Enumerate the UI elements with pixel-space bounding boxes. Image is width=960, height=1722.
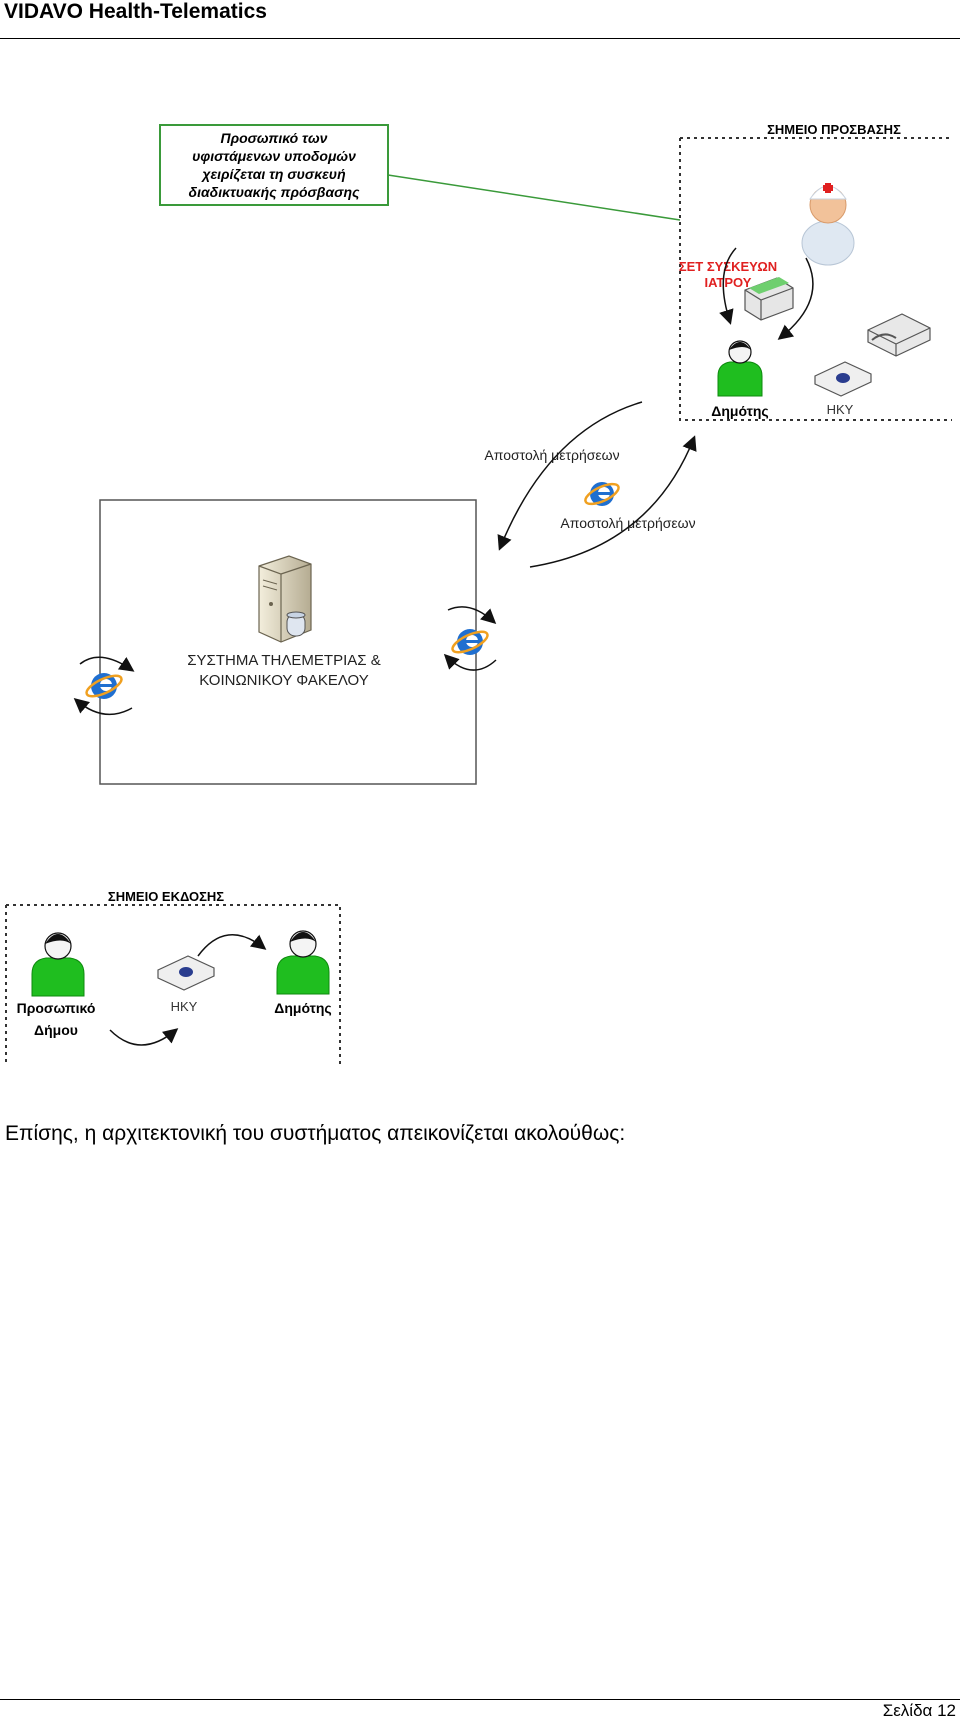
page-number: Σελίδα 12: [882, 1701, 956, 1720]
note-line-3: χειρίζεται τη συσκευή: [200, 166, 345, 182]
person-icon: [276, 930, 330, 995]
rotation-arrow: [73, 698, 133, 716]
header-divider: [0, 38, 960, 39]
send-label-bottom: Αποστολή μετρήσεων: [560, 515, 695, 531]
rotation-arrow: [777, 257, 814, 340]
issue-citizen-label: Δημότης: [274, 1000, 331, 1016]
architecture-diagram: Προσωπικό των υφιστάμενων υποδομών χειρί…: [5, 122, 952, 1066]
note-line-2: υφιστάμενων υποδομών: [192, 148, 356, 164]
rotation-arrow: [443, 653, 497, 671]
ie-icon: [584, 482, 620, 506]
body-paragraph: Επίσης, η αρχιτεκτονική του συστήματος α…: [5, 1122, 626, 1145]
send-label-top: Αποστολή μετρήσεων: [484, 447, 619, 463]
issue-card-label: HKY: [171, 999, 198, 1014]
send-arrow-up: [529, 435, 697, 568]
rotation-arrow: [79, 656, 135, 672]
rotation-arrow: [447, 606, 497, 625]
person-icon: [31, 932, 85, 997]
device-set-label-1: ΣΕΤ ΣΥΣΚΕΥΩΝ: [679, 259, 777, 274]
smart-card-icon: [814, 361, 872, 397]
device-set-icon: [744, 277, 794, 321]
device-set-label-2: ΙΑΤΡΟΥ: [705, 275, 752, 290]
issue-point-region: ΣΗΜΕΙΟ ΕΚΔΟΣΗΣ: [5, 889, 341, 1066]
system-label-1: ΣΥΣΤΗΜΑ ΤΗΛΕΜΕΤΡΙΑΣ &: [187, 652, 380, 669]
note-box: Προσωπικό των υφιστάμενων υποδομών χειρί…: [159, 124, 389, 206]
note-connector: [387, 174, 681, 221]
ie-icon: [451, 629, 489, 655]
issue-staff-label-2: Δήμου: [34, 1022, 78, 1038]
send-arrow-down: [497, 401, 643, 551]
rotation-arrow: [719, 247, 737, 325]
ie-icon: [85, 673, 123, 699]
access-citizen-label: Δημότης: [711, 403, 768, 419]
smart-card-icon: [157, 955, 215, 991]
note-line-1: Προσωπικό των: [221, 130, 328, 146]
header-title: VIDAVO Health-Telematics: [4, 0, 267, 23]
person-icon: [717, 340, 763, 397]
footer-divider: [0, 1699, 960, 1700]
note-line-4: διαδικτυακής πρόσβασης: [189, 184, 360, 200]
card-reader-icon: [867, 313, 931, 357]
issue-arrow-citizen: [197, 934, 267, 957]
access-point-region: ΣΗΜΕΙΟ ΠΡΟΣΒΑΣΗΣ: [679, 122, 952, 421]
doctor-icon: [801, 183, 855, 266]
issue-arrow-card: [109, 1028, 179, 1046]
issue-staff-label-1: Προσωπικό: [17, 1000, 96, 1016]
access-card-label: HKY: [827, 402, 854, 417]
server-icon: [258, 555, 312, 643]
access-point-title: ΣΗΜΕΙΟ ΠΡΟΣΒΑΣΗΣ: [767, 122, 901, 137]
system-label-2: ΚΟΙΝΩΝΙΚΟΥ ΦΑΚΕΛΟΥ: [199, 672, 369, 689]
system-box: [99, 499, 477, 785]
issue-point-title: ΣΗΜΕΙΟ ΕΚΔΟΣΗΣ: [108, 889, 224, 904]
